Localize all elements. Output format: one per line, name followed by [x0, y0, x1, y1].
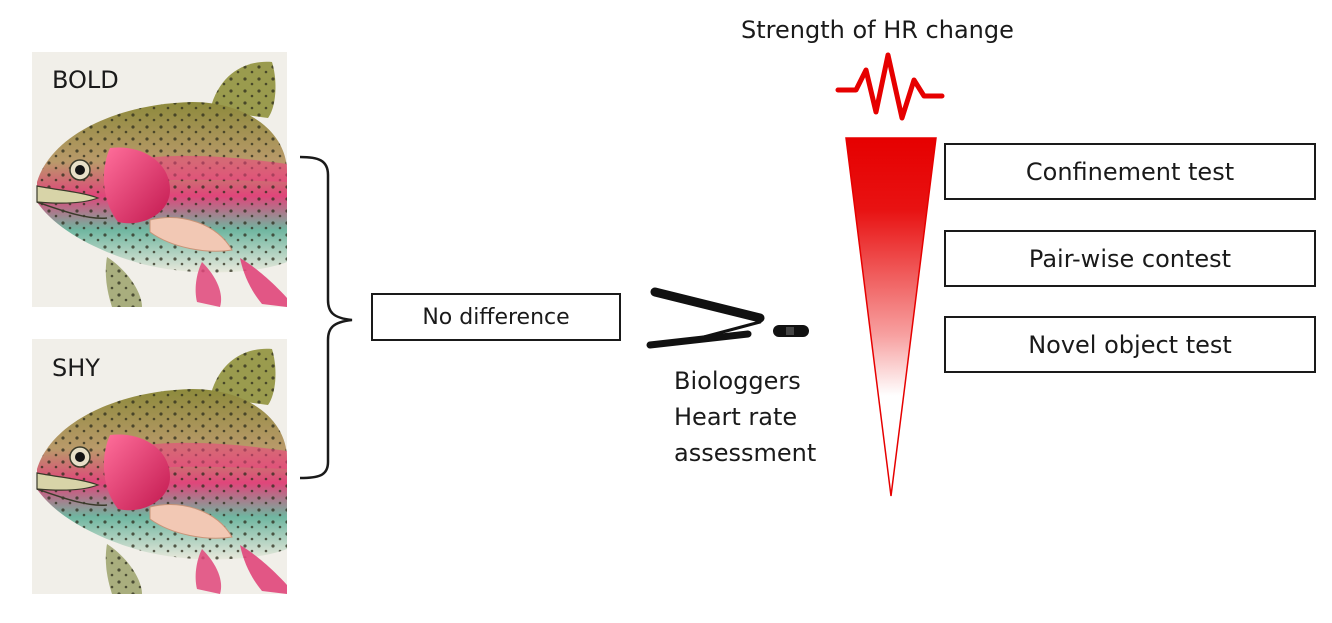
biologgers-caption-line-3: assessment	[674, 439, 817, 467]
bold-label: BOLD	[52, 66, 119, 94]
biologger-forceps-icon	[646, 287, 809, 349]
biologgers-caption-line-2: Heart rate	[674, 403, 798, 431]
test-box-pairwise: Pair-wise contest	[944, 230, 1316, 287]
strength-funnel	[845, 137, 937, 497]
test-box-novel-object: Novel object test	[944, 316, 1316, 373]
shy-label: SHY	[52, 354, 100, 382]
grouping-bracket	[299, 155, 353, 480]
strength-heading: Strength of HR change	[741, 16, 1014, 44]
no-difference-box: No difference	[371, 293, 621, 341]
biologgers-caption-line-1: Biologgers	[674, 367, 801, 395]
test-box-confinement: Confinement test	[944, 143, 1316, 200]
heartbeat-line-icon	[835, 52, 945, 121]
